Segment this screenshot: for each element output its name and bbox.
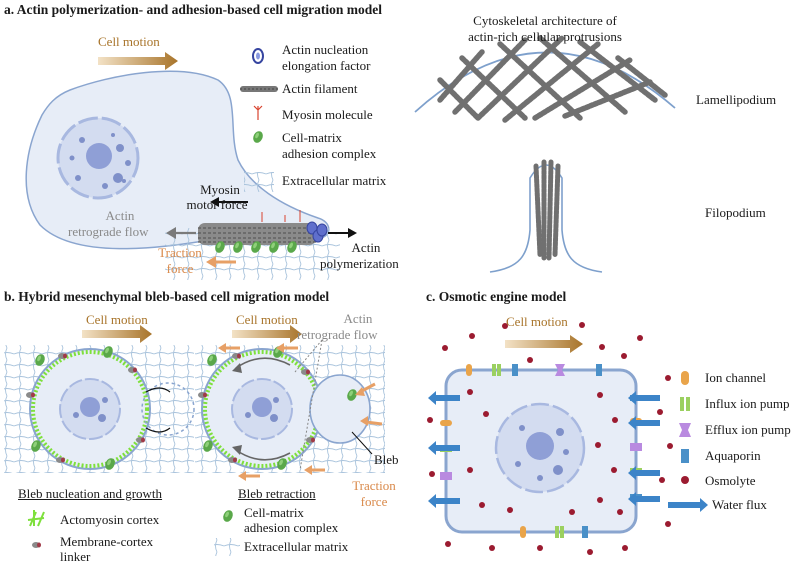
nucleation-factors xyxy=(306,221,328,243)
panel-c-cell-motion-label: Cell motion xyxy=(506,314,568,329)
myosin-force-arrow-icon xyxy=(210,197,248,207)
bleb-label: Bleb xyxy=(374,452,399,467)
legend-ecm-b-label: Extracellular matrix xyxy=(244,539,349,554)
panel-c-graphics xyxy=(427,322,708,555)
panel-b-retro-label-1: Actin xyxy=(343,311,373,326)
legend-actin-filament-icon xyxy=(240,86,278,92)
myosin-force-label-2: motor force xyxy=(186,197,248,212)
legend-linker-icon xyxy=(32,542,41,548)
panel-b-traction-label-2: force xyxy=(360,494,388,509)
panel-b-cell-motion-label-1: Cell motion xyxy=(86,312,148,327)
cell-motion-arrow-1-icon xyxy=(82,325,152,343)
legend-myosin-icon xyxy=(253,105,263,120)
retrograde-flow-arrow-icon xyxy=(166,227,196,239)
traction-force-arrow-icon xyxy=(206,256,236,268)
panel-a-title: a. Actin polymerization- and adhesion-ba… xyxy=(4,2,382,17)
panel-b-traction-label-1: Traction xyxy=(352,478,396,493)
actin-bundle xyxy=(198,210,316,245)
traction-force-label-1: Traction xyxy=(158,245,202,260)
legend-linker-label-2: linker xyxy=(60,549,91,564)
caption-bleb-nucleation: Bleb nucleation and growth xyxy=(18,486,163,501)
legend-cortex-label: Actomyosin cortex xyxy=(60,512,160,527)
panel-b-graphics xyxy=(4,325,385,556)
legend-cortex-icon xyxy=(27,510,45,527)
legend-nucleation-icon xyxy=(252,48,264,64)
legend-adhesion-label-1: Cell-matrix xyxy=(282,130,342,145)
polymerization-label-1: Actin xyxy=(351,240,381,255)
cytoskeleton-title-1: Cytoskeletal architecture of xyxy=(473,13,617,28)
legend-water-flux-icon xyxy=(668,498,708,512)
legend-ion-channel-label: Ion channel xyxy=(705,370,767,385)
panel-a-cell-motion-label: Cell motion xyxy=(98,34,160,49)
bleb-retraction-cell xyxy=(198,339,383,481)
panel-b-retro-label-2: retrograde flow xyxy=(297,327,378,342)
nucleolus xyxy=(86,143,112,169)
filopodium-diagram xyxy=(489,159,603,273)
legend-influx-pump-icon xyxy=(680,397,690,411)
osmolytes xyxy=(427,322,673,555)
legend-ion-channel-icon xyxy=(681,371,689,385)
cell-motion-arrow-c-icon xyxy=(505,335,583,353)
legend-ecm-icon xyxy=(244,172,274,192)
legend-osmolyte-icon xyxy=(681,476,689,484)
panel-c-title: c. Osmotic engine model xyxy=(426,289,567,304)
panel-a-graphics xyxy=(25,35,676,280)
polymerization-label-2: polymerization xyxy=(320,256,399,271)
retrograde-flow-label-2: retrograde flow xyxy=(68,224,149,239)
legend-efflux-label: Efflux ion pump xyxy=(705,422,791,437)
lamellipodium-diagram xyxy=(414,35,676,123)
legend-ecm-b-icon xyxy=(214,538,240,556)
cell-motion-arrow-icon xyxy=(98,52,178,70)
lamellipodium-label: Lamellipodium xyxy=(696,92,777,107)
legend-osmolyte-label: Osmolyte xyxy=(705,473,756,488)
osmotic-cell xyxy=(444,368,638,534)
legend-aquaporin-label: Aquaporin xyxy=(705,448,761,463)
legend-efflux-pump-icon xyxy=(679,423,691,437)
legend-nucleation-label-2: elongation factor xyxy=(282,58,371,73)
retrograde-flow-label-1: Actin xyxy=(105,208,135,223)
legend-adhesion-label-2: adhesion complex xyxy=(282,146,377,161)
legend-ecm-label: Extracellular matrix xyxy=(282,173,387,188)
panel-b-cell-motion-label-2: Cell motion xyxy=(236,312,298,327)
legend-adhesion-b-icon xyxy=(221,508,235,524)
legend-adhesion-b-label-1: Cell-matrix xyxy=(244,505,304,520)
filopodium-label: Filopodium xyxy=(705,205,766,220)
cell-motion-arrow-2-icon xyxy=(232,325,302,343)
water-flux-arrows xyxy=(428,391,660,508)
bleb-growth-cell xyxy=(26,344,195,472)
legend-water-label: Water flux xyxy=(712,497,767,512)
legend-myosin-label: Myosin molecule xyxy=(282,107,373,122)
myosin-force-label-1: Myosin xyxy=(200,182,240,197)
legend-filament-label: Actin filament xyxy=(282,81,358,96)
caption-bleb-retraction: Bleb retraction xyxy=(238,486,316,501)
legend-linker-label-1: Membrane-cortex xyxy=(60,534,154,549)
panel-b-title: b. Hybrid mesenchymal bleb-based cell mi… xyxy=(4,289,330,304)
chromatin xyxy=(69,133,131,189)
legend-adhesion-b-label-2: adhesion complex xyxy=(244,520,339,535)
cytoskeleton-title-2: actin-rich cellular protrusions xyxy=(468,29,622,44)
migrating-cell xyxy=(25,70,330,250)
legend-aquaporin-icon xyxy=(681,449,689,463)
traction-force-label-2: force xyxy=(166,261,194,276)
legend-influx-label: Influx ion pump xyxy=(705,396,790,411)
polymerization-arrow-icon xyxy=(328,228,357,238)
legend-adhesion-icon xyxy=(251,129,265,145)
legend-nucleation-label-1: Actin nucleation xyxy=(282,42,369,57)
